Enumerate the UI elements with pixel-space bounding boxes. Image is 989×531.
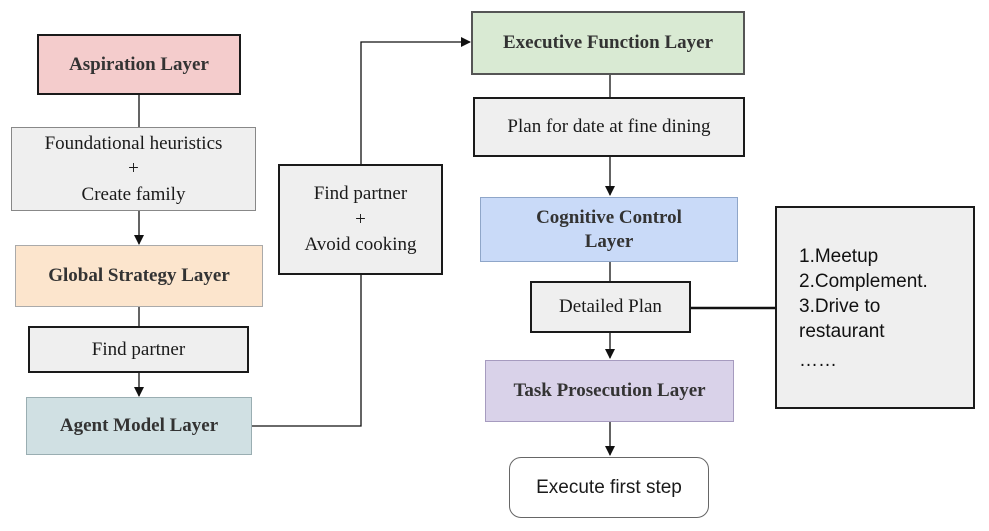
task-prosecution-layer-box: Task Prosecution Layer [485, 360, 734, 422]
heuristics-line-1: Foundational heuristics [44, 132, 223, 154]
plan-step-3: 3.Drive to [799, 296, 881, 317]
agent-model-layer-label: Agent Model Layer [59, 415, 219, 436]
plan-note-box: Plan for date at fine dining [473, 97, 745, 157]
aspiration-layer-box: Aspiration Layer [37, 34, 241, 95]
middle-note-plus: + [355, 208, 366, 230]
middle-note-line-3: Avoid cooking [304, 234, 417, 256]
plan-step-3-continued: restaurant [799, 321, 885, 342]
plan-note-label: Plan for date at fine dining [507, 116, 711, 137]
plan-steps-box: 1.Meetup 2.Complement. 3.Drive to restau… [775, 206, 975, 409]
heuristics-note-box: Foundational heuristics + Create family [11, 127, 256, 211]
execute-first-step-label: Execute first step [536, 476, 682, 498]
agent-model-layer-box: Agent Model Layer [26, 397, 252, 455]
middle-note-line-1: Find partner [313, 183, 408, 205]
aspiration-layer-label: Aspiration Layer [69, 53, 209, 75]
plan-step-2: 2.Complement. [799, 271, 928, 292]
executive-function-layer-box: Executive Function Layer [471, 11, 745, 75]
cognitive-control-line-1: Cognitive Control [536, 206, 682, 228]
plan-step-ellipsis: …… [799, 350, 837, 371]
detailed-plan-label: Detailed Plan [559, 296, 662, 317]
find-partner-note-box: Find partner [28, 326, 249, 373]
detailed-plan-note-box: Detailed Plan [530, 281, 691, 333]
plan-step-1: 1.Meetup [799, 246, 879, 267]
execute-first-step-box: Execute first step [509, 457, 709, 518]
task-prosecution-layer-label: Task Prosecution Layer [513, 380, 706, 401]
global-strategy-layer-label: Global Strategy Layer [48, 265, 230, 286]
cognitive-control-line-2: Layer [584, 230, 634, 252]
find-partner-avoid-cooking-note-box: Find partner + Avoid cooking [278, 164, 443, 275]
executive-function-layer-label: Executive Function Layer [502, 32, 714, 53]
find-partner-label: Find partner [91, 338, 186, 360]
cognitive-control-layer-box: Cognitive Control Layer [480, 197, 738, 262]
heuristics-line-3: Create family [81, 183, 186, 205]
global-strategy-layer-box: Global Strategy Layer [15, 245, 263, 307]
heuristics-plus: + [128, 158, 139, 180]
